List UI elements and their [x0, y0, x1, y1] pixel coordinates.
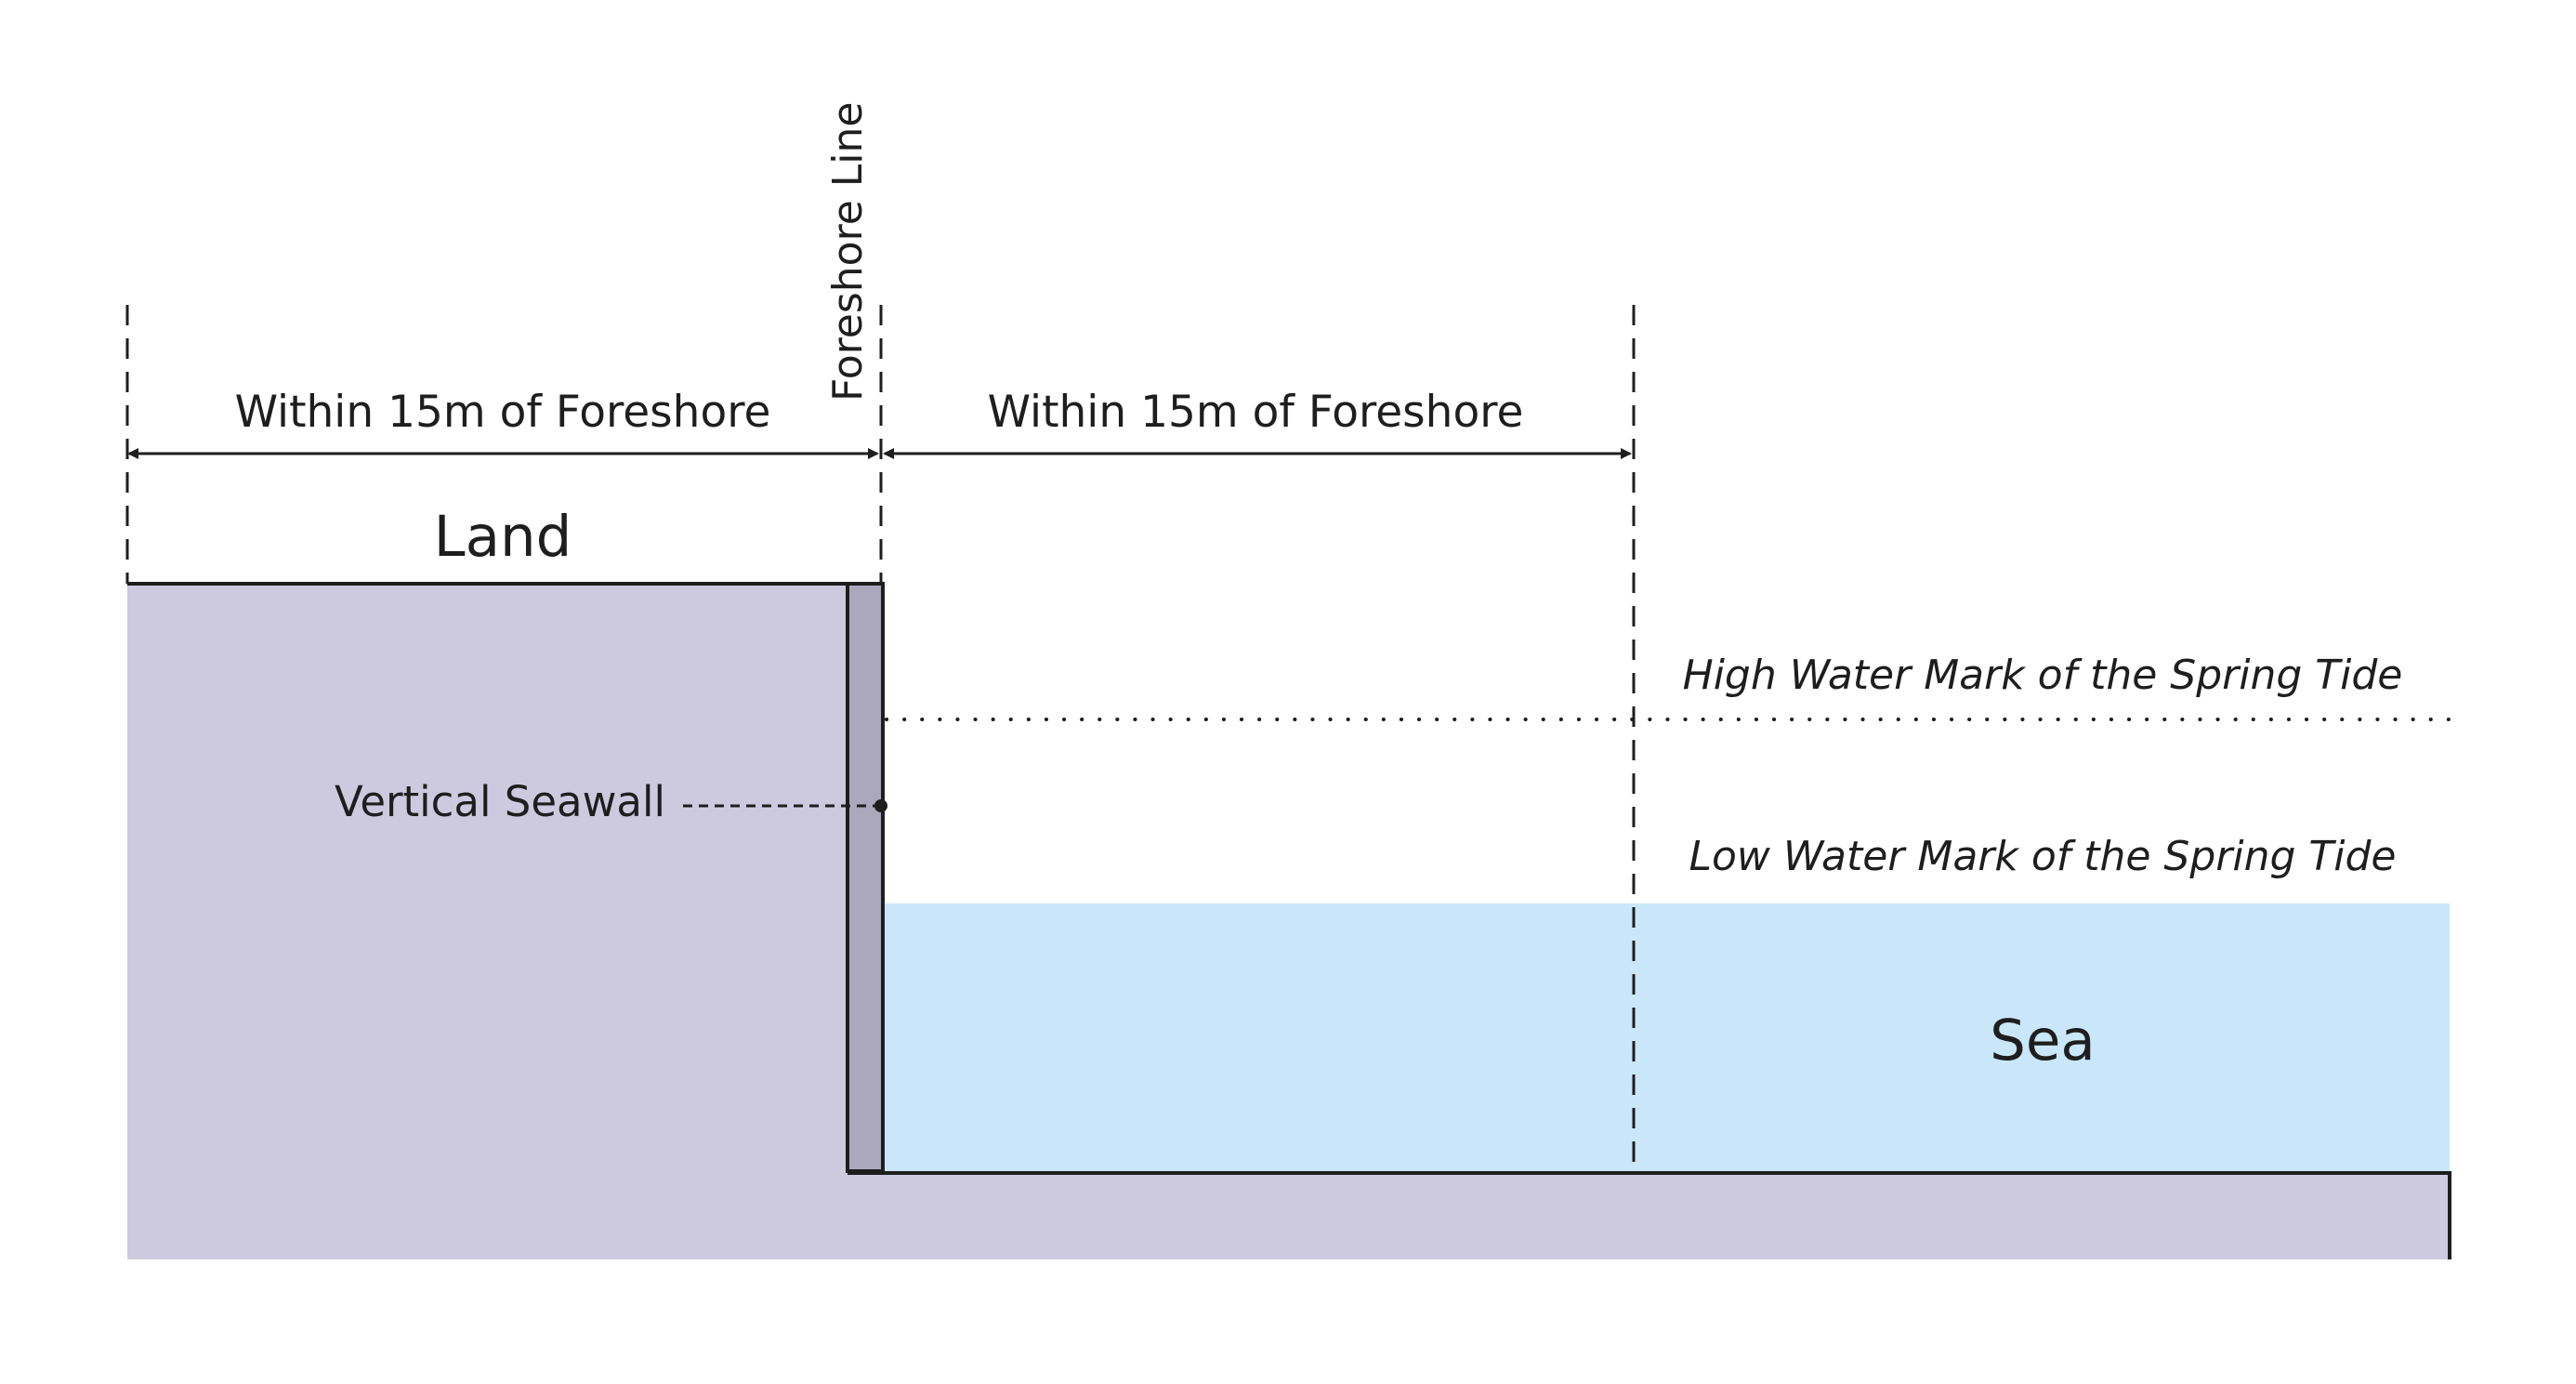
vertical-seawall — [846, 582, 885, 1173]
seawall-leader-dot — [874, 799, 887, 812]
sea-label: Sea — [1990, 1008, 2096, 1074]
low-water-mark-label: Low Water Mark of the Spring Tide — [1689, 833, 2396, 880]
vertical-seawall-label: Vertical Seawall — [335, 777, 665, 826]
land-ground-area — [127, 584, 2450, 1259]
dimension-label-sea-side: Within 15m of Foreshore — [988, 387, 1524, 438]
dimension-label-land-side: Within 15m of Foreshore — [235, 387, 771, 438]
foreshore-line-label: Foreshore Line — [824, 102, 872, 402]
land-label: Land — [434, 504, 572, 570]
high-water-mark-label: High Water Mark of the Spring Tide — [1683, 652, 2403, 699]
sea-water-area — [883, 903, 2450, 1171]
